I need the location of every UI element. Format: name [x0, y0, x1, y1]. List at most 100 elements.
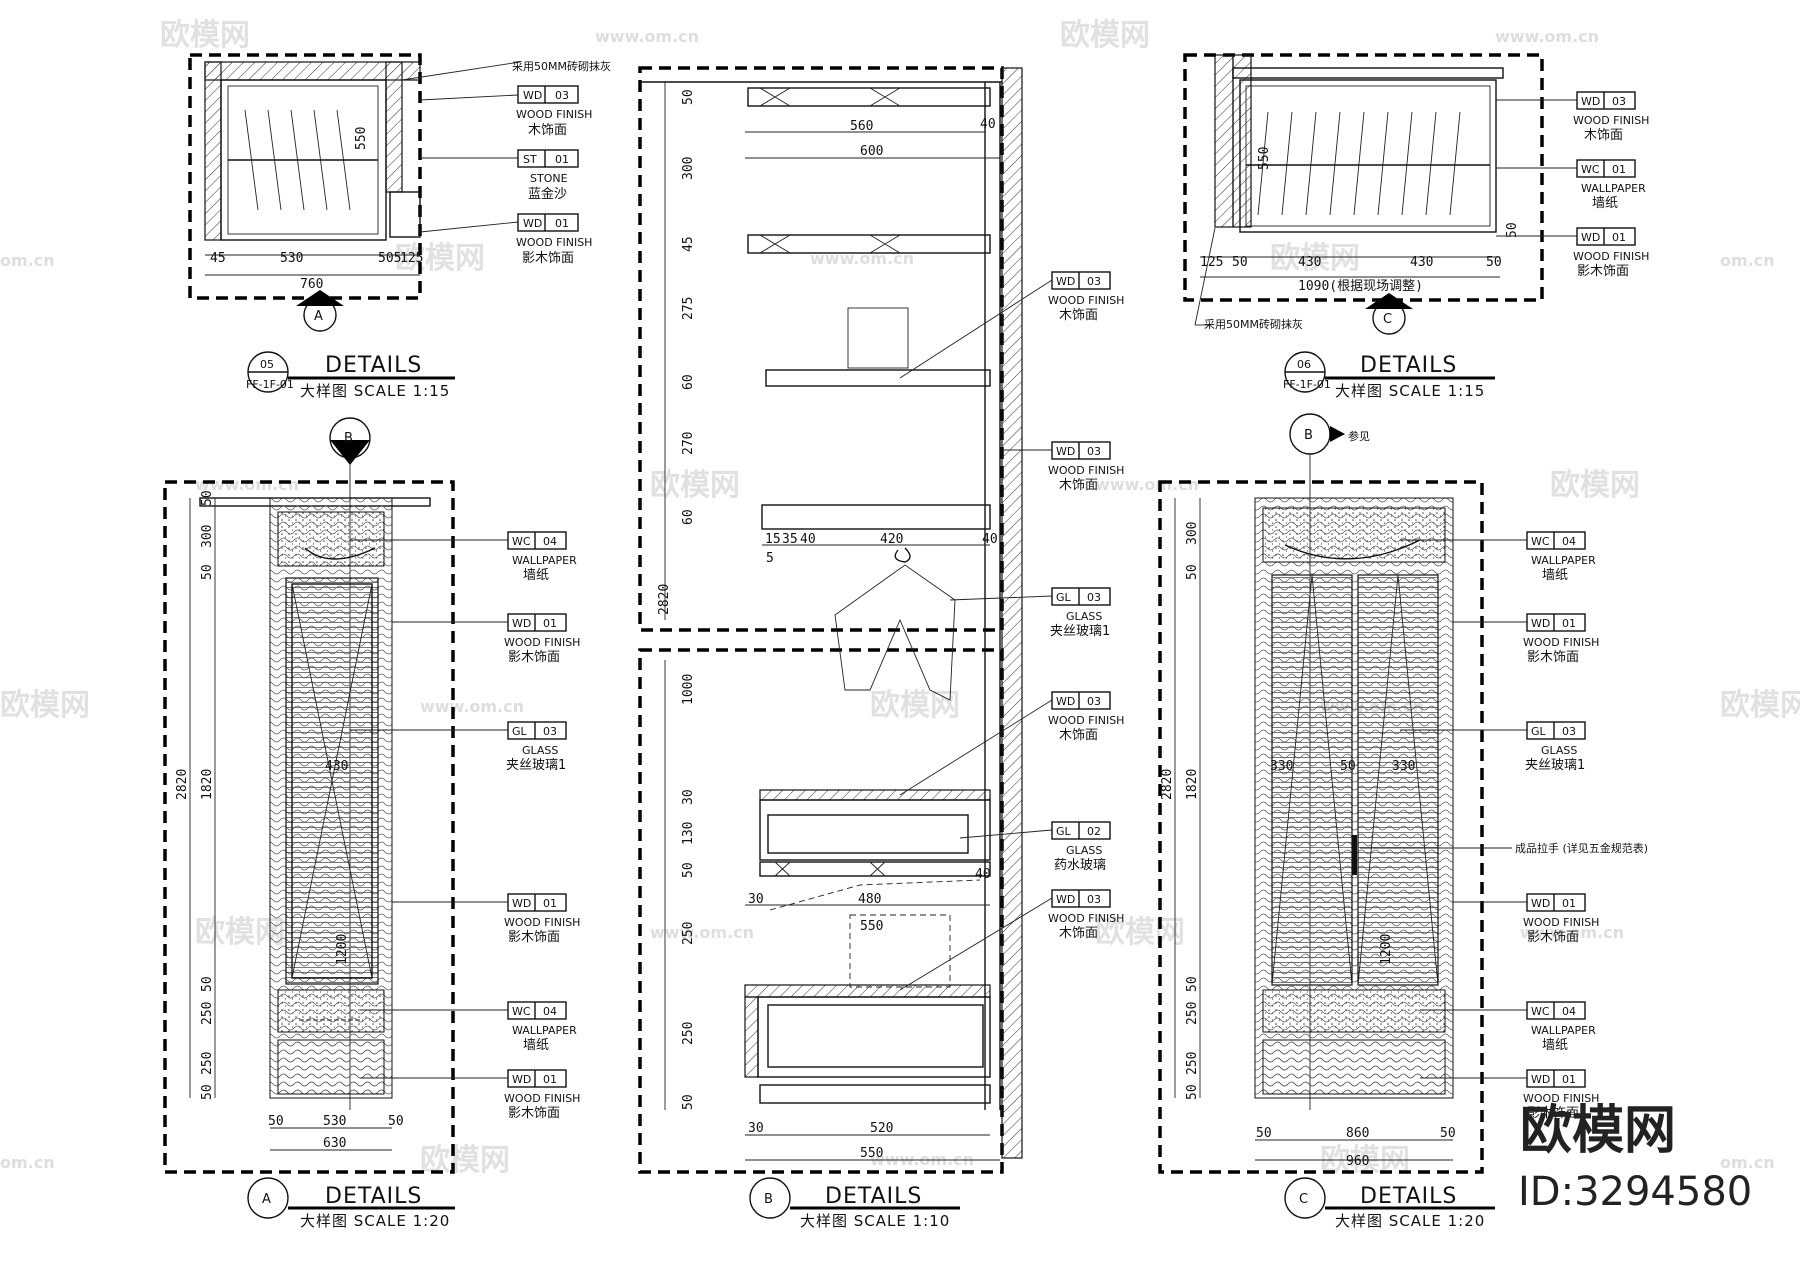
watermark: www.om.cn — [1095, 475, 1199, 494]
svg-text:影木饰面: 影木饰面 — [1527, 1106, 1579, 1121]
dim-label: 30 — [748, 892, 764, 907]
dim-label: 430 — [1410, 255, 1433, 270]
dim-label: 250 — [200, 1052, 215, 1075]
svg-text:GL: GL — [1056, 825, 1072, 838]
detail-C-elevation: B 参见 2820 300 50 1820 50 250 250 50 330 … — [1158, 413, 1648, 1230]
dim-label: 40 — [975, 867, 991, 882]
detail-title: DETAILS — [1360, 1184, 1457, 1209]
sheet-ref: FF-1F-01 — [1283, 378, 1331, 391]
section-marker-label: C — [1383, 312, 1392, 327]
svg-text:WC: WC — [1581, 163, 1600, 176]
wall-hatch — [1001, 67, 1023, 1159]
door-handle — [1352, 835, 1357, 875]
logo-text: 欧模网 — [1520, 1101, 1676, 1161]
dim-label: 50 — [200, 976, 215, 992]
svg-text:WOOD FINISH: WOOD FINISH — [1048, 912, 1124, 925]
detail-subtitle: 大样图 SCALE 1:15 — [1335, 382, 1485, 400]
dim-label: 560 — [850, 119, 873, 134]
svg-text:夹丝玻璃1: 夹丝玻璃1 — [1050, 624, 1110, 639]
lamp-curve — [1284, 539, 1421, 560]
svg-text:影木饰面: 影木饰面 — [508, 930, 560, 945]
wallpaper-panel — [277, 511, 385, 567]
detail-boundary — [638, 66, 1004, 632]
watermark: om.cn — [1720, 251, 1775, 270]
watermark: 欧模网 — [1270, 241, 1360, 276]
svg-text:04: 04 — [543, 535, 557, 548]
dim-label: 50 — [1232, 255, 1248, 270]
svg-text:蓝金沙: 蓝金沙 — [528, 186, 567, 202]
svg-text:墙纸: 墙纸 — [523, 568, 549, 583]
watermark: www.om.cn — [595, 27, 699, 46]
dim-label: 530 — [323, 1114, 346, 1129]
wall-hatch — [1214, 54, 1234, 228]
svg-text:03: 03 — [1612, 95, 1626, 108]
svg-text:WC: WC — [1531, 1005, 1550, 1018]
svg-text:WD: WD — [1581, 95, 1600, 108]
dim-label: 250 — [681, 922, 696, 945]
svg-text:木饰面: 木饰面 — [1059, 308, 1098, 323]
dim-label: 45 — [681, 236, 696, 252]
watermark: 欧模网 — [1550, 468, 1640, 503]
dim-label: 270 — [681, 432, 696, 455]
dim-label: 550 — [860, 1146, 883, 1161]
svg-text:木饰面: 木饰面 — [528, 123, 567, 138]
leader-line — [419, 94, 519, 101]
svg-text:WD: WD — [512, 897, 531, 910]
wallpaper-panel — [1262, 507, 1446, 563]
dim-label: 430 — [1298, 255, 1321, 270]
watermark: 欧模网 — [395, 241, 485, 276]
dim-label: 520 — [870, 1121, 893, 1136]
shelf — [765, 369, 991, 387]
svg-text:04: 04 — [543, 1005, 557, 1018]
wall-hatch — [204, 61, 222, 241]
shelf — [747, 87, 991, 107]
svg-text:木饰面: 木饰面 — [1584, 128, 1623, 143]
dim-label: 50 — [1256, 1126, 1272, 1141]
svg-text:03: 03 — [1087, 893, 1101, 906]
cabinet-outline — [1239, 79, 1497, 233]
dim-label: 50 — [1340, 759, 1356, 774]
dim-label: 40 — [982, 532, 998, 547]
svg-text:03: 03 — [1087, 445, 1101, 458]
wall-hatch — [1232, 54, 1252, 228]
dim-label: 430 — [325, 759, 348, 774]
watermark: 欧模网 — [1095, 915, 1185, 950]
svg-text:03: 03 — [1562, 725, 1576, 738]
detail-number: 05 — [260, 358, 274, 371]
dim-label: 1200 — [1379, 934, 1394, 965]
leader-lines — [350, 539, 508, 1079]
svg-text:WC: WC — [512, 535, 531, 548]
svg-text:GLASS: GLASS — [1066, 610, 1102, 623]
dim-label: 125 — [1200, 255, 1223, 270]
hanger-hook-icon — [894, 547, 911, 563]
hangers — [1257, 111, 1461, 216]
dim-label: 1000 — [681, 674, 696, 705]
svg-text:WOOD FINISH: WOOD FINISH — [1048, 294, 1124, 307]
watermark: www.om.cn — [650, 923, 754, 942]
svg-text:木饰面: 木饰面 — [1059, 478, 1098, 493]
detail-subtitle: 大样图 SCALE 1:15 — [300, 382, 450, 400]
svg-text:影木饰面: 影木饰面 — [1527, 930, 1579, 945]
svg-text:WALLPAPER: WALLPAPER — [512, 1024, 577, 1037]
watermark: www.om.cn — [810, 249, 914, 268]
dim-label: 50 — [681, 89, 696, 105]
clothing — [834, 564, 956, 701]
dim-label: 50 — [200, 490, 215, 506]
svg-text:墙纸: 墙纸 — [1542, 1038, 1568, 1053]
shelf — [747, 234, 991, 254]
detail-title: DETAILS — [825, 1184, 922, 1209]
svg-text:木饰面: 木饰面 — [1059, 926, 1098, 941]
dim-label: 50 — [1185, 976, 1200, 992]
reference-note: 参见 — [1348, 429, 1370, 443]
dim-label: 50 — [200, 564, 215, 580]
